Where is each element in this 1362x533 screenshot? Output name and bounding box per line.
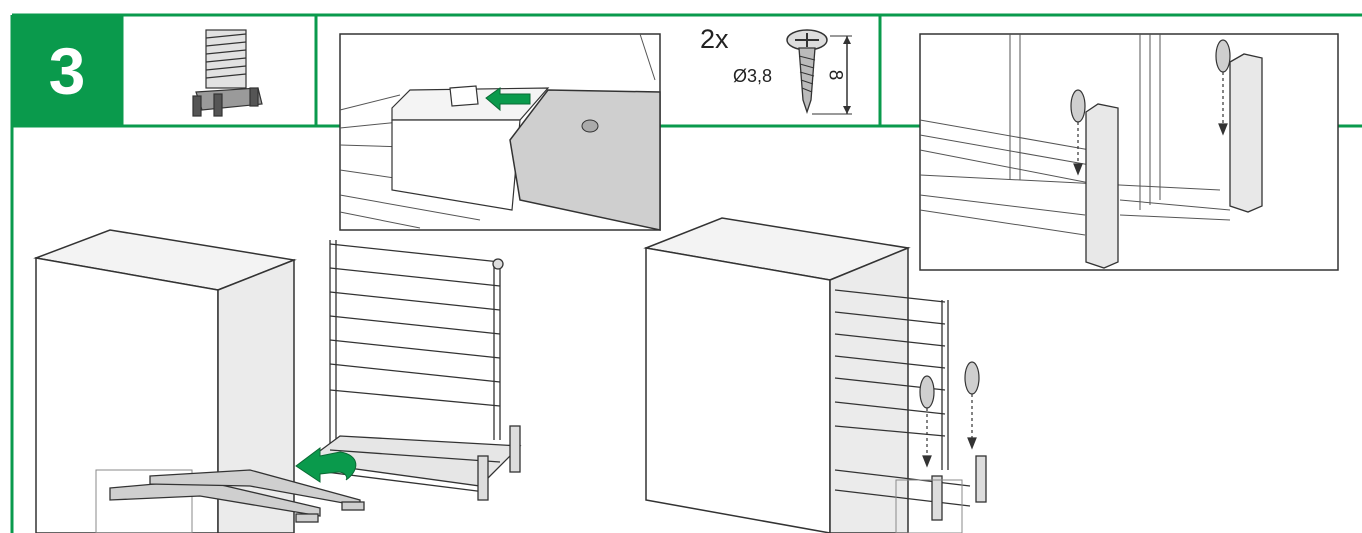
screw-length: 8 xyxy=(824,69,846,81)
screwdriver-icon xyxy=(1070,89,1086,176)
rails-left xyxy=(109,469,365,523)
pull-out-rack-icon xyxy=(192,29,263,117)
step-number-badge: 3 xyxy=(12,15,122,126)
screw-icon xyxy=(786,29,852,115)
screwdriver-icon xyxy=(919,361,980,468)
cabinet-right xyxy=(643,217,911,533)
screw-quantity: 2x xyxy=(700,24,729,54)
detail-inset-clip xyxy=(339,33,661,231)
insert-arrow-icon xyxy=(295,447,357,483)
pull-out-rack-left xyxy=(303,240,522,501)
pull-out-rack-installed xyxy=(834,289,987,533)
step-number: 3 xyxy=(48,33,86,108)
screw-diameter: Ø3,8 xyxy=(733,66,773,86)
cabinet-left xyxy=(33,229,297,533)
detail-inset-screwing xyxy=(919,33,1339,271)
insert-arrow-icon xyxy=(485,87,531,112)
